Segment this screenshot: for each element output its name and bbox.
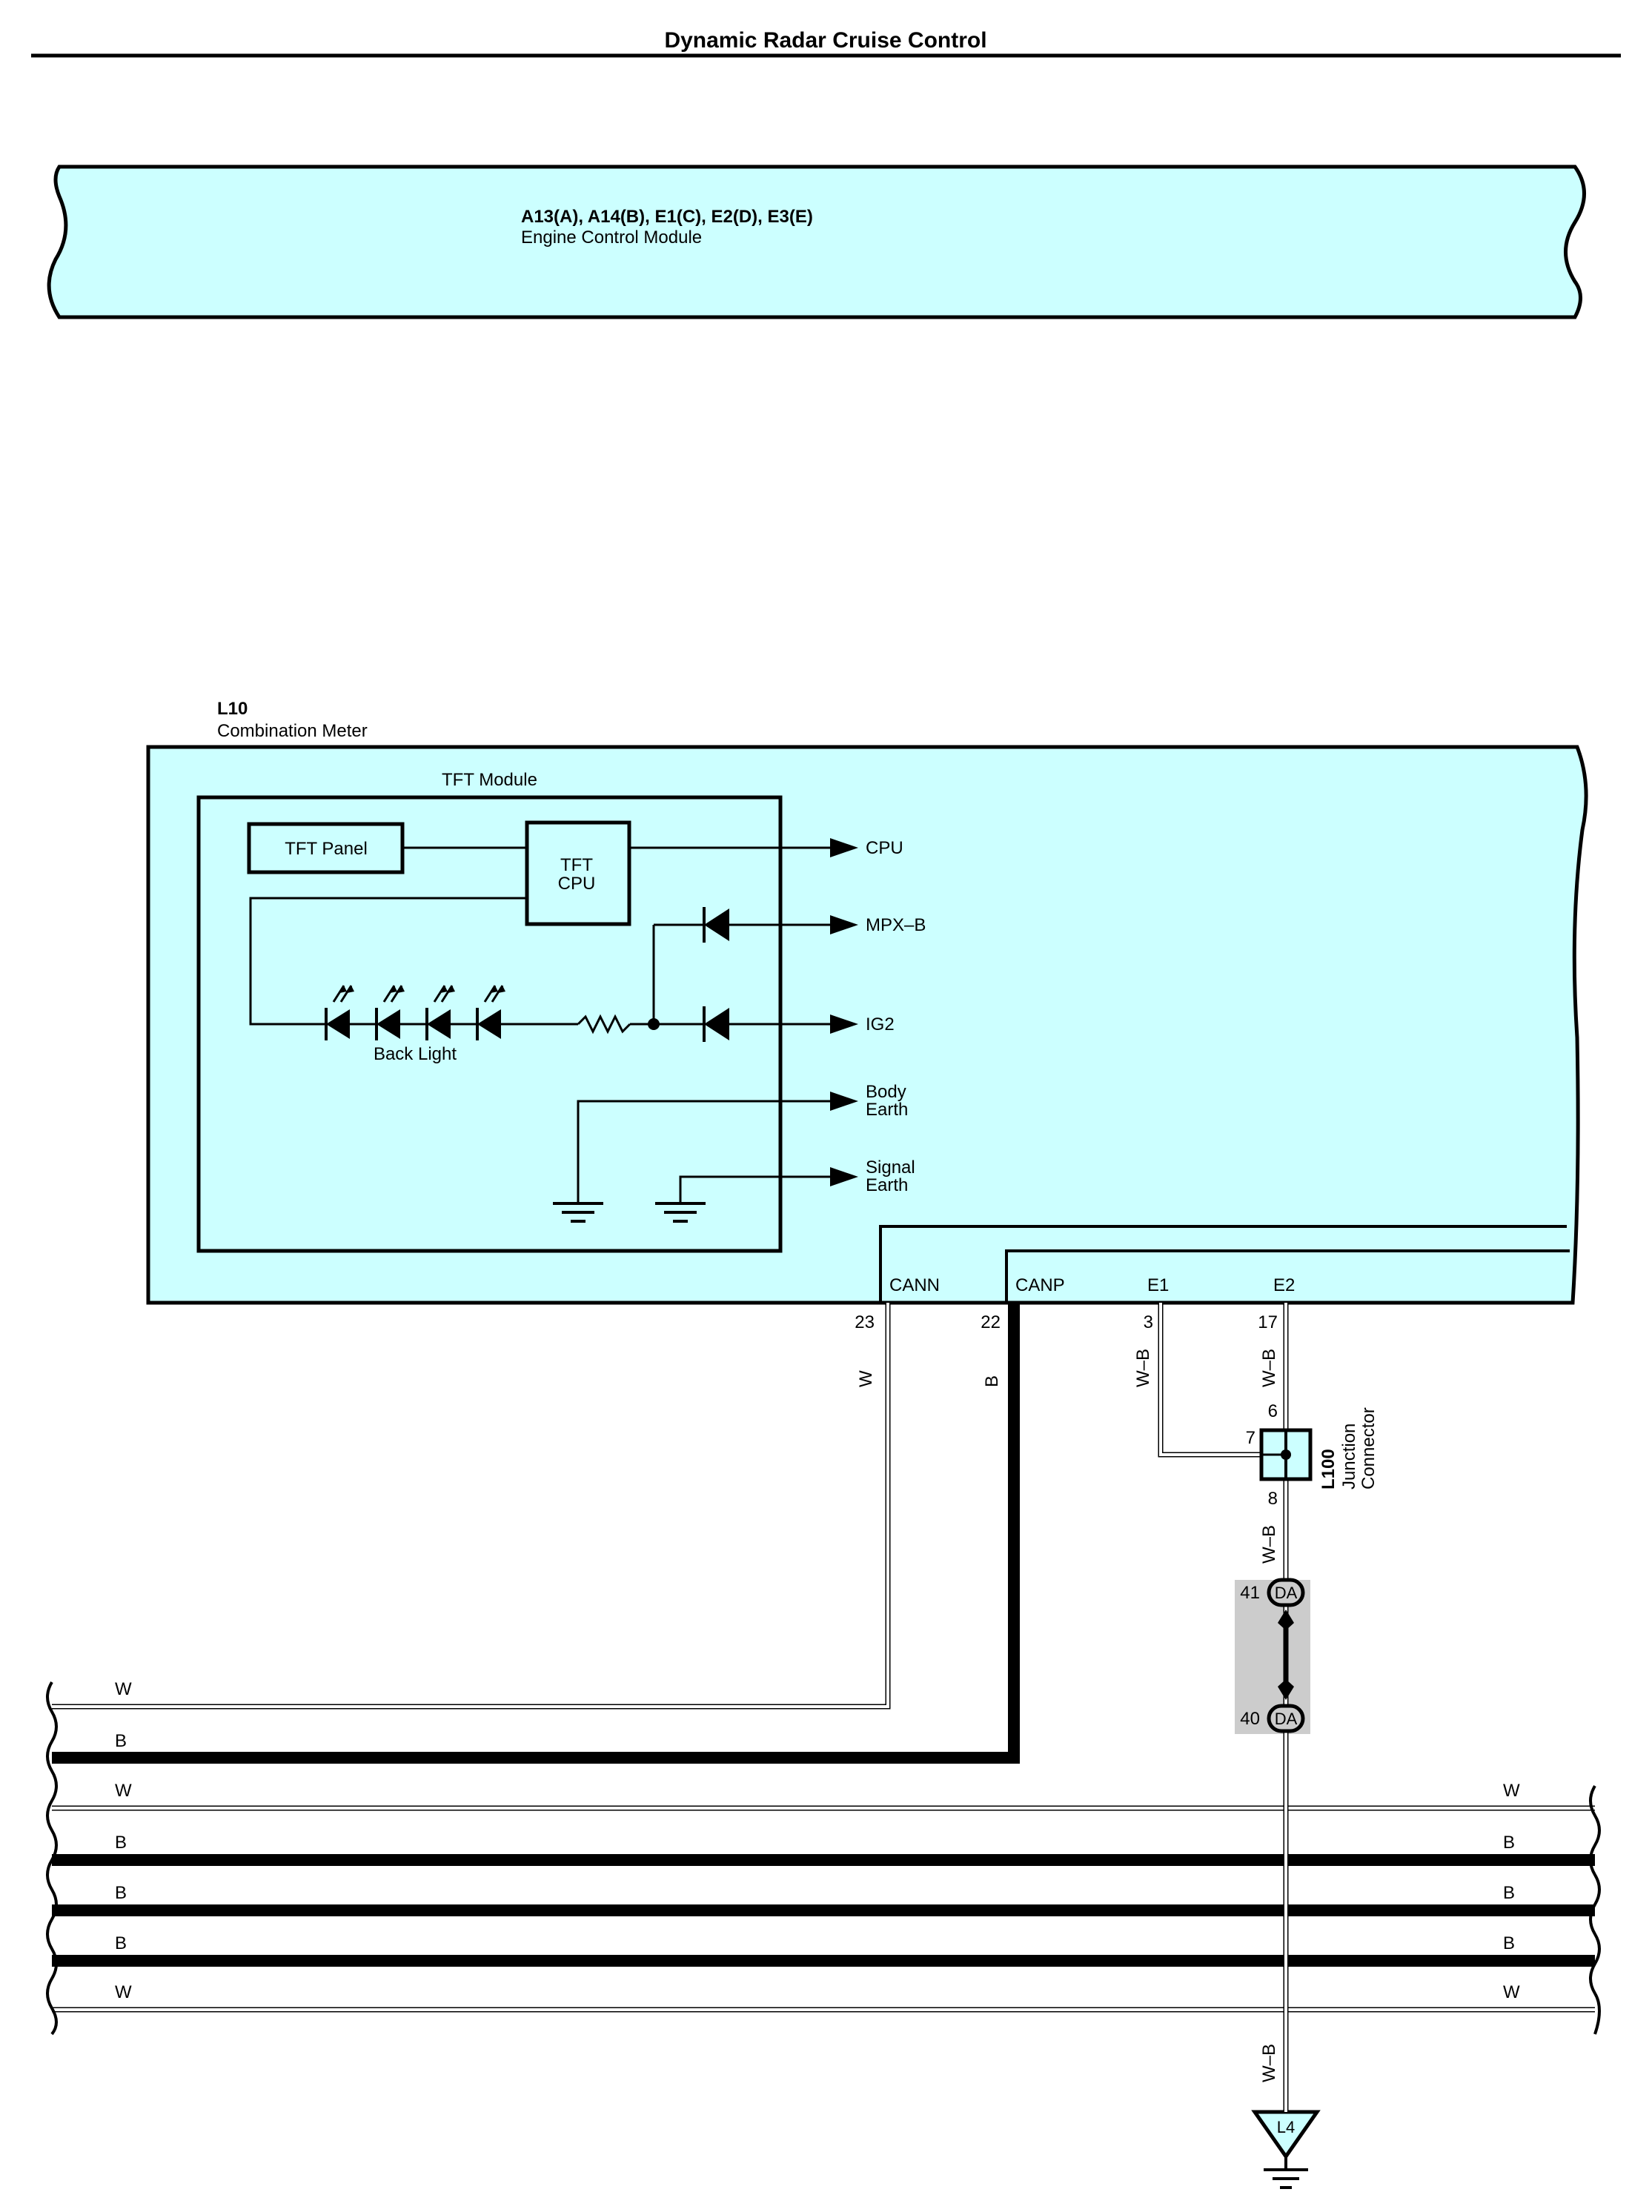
meter-code: L10 xyxy=(217,699,248,719)
tft-cpu-box xyxy=(525,820,631,926)
junction-code: L100 xyxy=(1318,1449,1338,1489)
ground-code: L4 xyxy=(1277,2118,1295,2136)
wire-canp xyxy=(52,1303,1020,1764)
tft-cpu-label-2: CPU xyxy=(558,874,596,894)
connector-cann-box xyxy=(879,1225,1567,1303)
da-upper-label: DA xyxy=(1275,1584,1298,1602)
junction-dot-icon xyxy=(1281,1449,1291,1460)
backlight-feed-line xyxy=(249,897,578,1026)
pin-23-number: 23 xyxy=(855,1312,875,1332)
led-icon xyxy=(325,985,354,1040)
bus-left-label-4: B xyxy=(115,1883,127,1903)
arrow-ig2-icon xyxy=(830,1014,858,1034)
out-mpxb-label: MPX–B xyxy=(866,915,926,935)
da-connector-upper xyxy=(1267,1578,1305,1607)
pin-canp-label: CANP xyxy=(1015,1275,1065,1295)
out-signal-label-2: Earth xyxy=(866,1175,908,1195)
bus-right-label-1: B xyxy=(1503,1833,1515,1853)
wire-canp-color: B xyxy=(982,1375,1002,1387)
pin-3-number: 3 xyxy=(1144,1312,1153,1332)
right-break-marks xyxy=(1589,1784,1601,2035)
body-earth-line xyxy=(577,1100,830,1203)
tft-module-label: TFT Module xyxy=(442,770,537,790)
ground-icon xyxy=(553,1202,603,1223)
diode-ig2-icon xyxy=(703,1006,729,1042)
ecm-box xyxy=(47,165,1586,319)
diode-mpxb-icon xyxy=(703,907,729,943)
bus-left-label-3: B xyxy=(115,1833,127,1853)
page-title: Dynamic Radar Cruise Control xyxy=(664,28,986,53)
wire-e2-lower-color: W–B xyxy=(1259,1525,1279,1564)
out-body-label-2: Earth xyxy=(866,1100,908,1120)
resistor-icon xyxy=(577,1014,631,1034)
pin-e2-label: E2 xyxy=(1273,1275,1295,1295)
ground-icon xyxy=(655,1202,706,1223)
arrow-mpxb-icon xyxy=(830,915,858,934)
out-ig2-label: IG2 xyxy=(866,1014,895,1034)
led-icon xyxy=(425,985,455,1040)
arrow-cpu-icon xyxy=(830,838,858,857)
arrow-signal-earth-icon xyxy=(830,1167,858,1186)
chevron-down-icon xyxy=(1278,1679,1294,1700)
connector-canp-box xyxy=(1005,1249,1570,1303)
pin-40-number: 40 xyxy=(1240,1709,1260,1729)
wire-e1-color: W–B xyxy=(1133,1349,1153,1387)
wire-cann-core xyxy=(52,1303,889,1708)
junction-name-2: Connector xyxy=(1359,1407,1379,1489)
tft-cpu-label-1: TFT xyxy=(560,855,593,875)
pin-22-number: 22 xyxy=(981,1312,1001,1332)
pin-41-number: 41 xyxy=(1240,1583,1260,1603)
left-break-marks xyxy=(46,1681,58,2036)
da-connector-lower xyxy=(1267,1704,1305,1733)
wire-e1-core xyxy=(1159,1303,1260,1456)
bus-left-label-1: B xyxy=(115,1731,127,1751)
wire-cann xyxy=(52,1303,891,1710)
signal-earth-line xyxy=(679,1175,830,1203)
ground-icon xyxy=(1264,2168,1308,2189)
bus-right-label-2: B xyxy=(1503,1883,1515,1903)
back-light-label: Back Light xyxy=(374,1044,457,1064)
chevron-up-icon xyxy=(1278,1610,1294,1630)
tft-panel-label: TFT Panel xyxy=(285,839,368,859)
bus-lines xyxy=(52,1805,1595,2013)
combination-meter-box xyxy=(146,745,1588,1305)
out-signal-label-1: Signal xyxy=(866,1158,915,1178)
led-icon xyxy=(375,985,405,1040)
bus-left-label-5: B xyxy=(115,1933,127,1953)
led-icon xyxy=(476,985,505,1040)
pin-7-number: 7 xyxy=(1246,1428,1255,1448)
wire-cann-color: W xyxy=(856,1370,876,1387)
pin-cann-label: CANN xyxy=(889,1275,940,1295)
ecm-connectors: A13(A), A14(B), E1(C), E2(D), E3(E) xyxy=(521,207,813,227)
wire-e2-color: W–B xyxy=(1259,1349,1279,1387)
out-body-label-1: Body xyxy=(866,1082,906,1102)
arrow-body-earth-icon xyxy=(830,1092,858,1111)
pin-17-number: 17 xyxy=(1258,1312,1278,1332)
ecm-name: Engine Control Module xyxy=(521,227,702,248)
bus-left-label-2: W xyxy=(115,1781,132,1801)
pin-8-number: 8 xyxy=(1268,1489,1278,1509)
pin-6-number: 6 xyxy=(1268,1401,1278,1421)
junction-name-1: Junction xyxy=(1339,1424,1359,1489)
da-lower-label: DA xyxy=(1275,1710,1298,1728)
bus-right-label-3: B xyxy=(1503,1933,1515,1953)
wire-ground-color: W–B xyxy=(1259,2044,1279,2082)
bus-right-label-4: W xyxy=(1503,1982,1520,2002)
bus-left-label-6: W xyxy=(115,1982,132,2002)
back-light-leds xyxy=(325,985,505,1040)
pin-e1-label: E1 xyxy=(1147,1275,1169,1295)
out-cpu-label: CPU xyxy=(866,838,903,858)
bus-right-label-0: W xyxy=(1503,1781,1520,1801)
bus-left-label-0: W xyxy=(115,1679,132,1699)
meter-name: Combination Meter xyxy=(217,721,368,741)
